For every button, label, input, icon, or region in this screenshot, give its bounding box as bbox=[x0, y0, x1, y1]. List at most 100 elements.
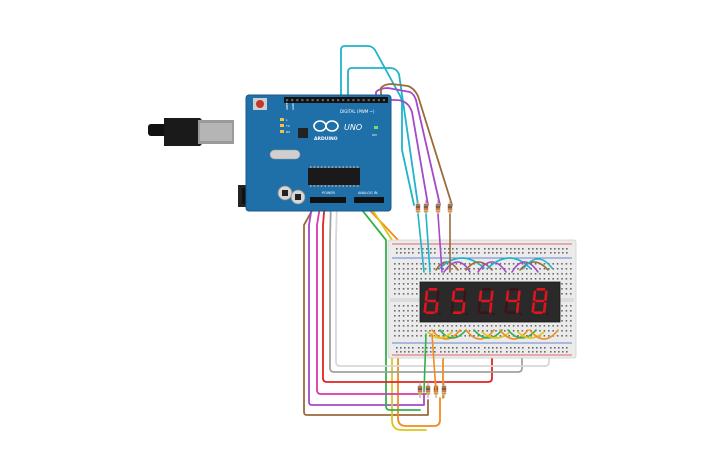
jumper-yellow-b3[interactable] bbox=[517, 331, 545, 339]
breadboard-hole bbox=[554, 252, 556, 254]
wire-purple-top[interactable] bbox=[375, 87, 441, 206]
wire-magenta-long[interactable] bbox=[316, 99, 429, 395]
breadboard-hole bbox=[499, 325, 502, 327]
segment-b bbox=[490, 290, 494, 301]
breadboard-hole bbox=[532, 347, 534, 349]
breadboard-hole bbox=[398, 268, 400, 270]
segment-b bbox=[544, 290, 548, 301]
breadboard-hole bbox=[433, 325, 436, 327]
breadboard-hole bbox=[420, 325, 422, 327]
breadboard-hole bbox=[543, 330, 546, 332]
breadboard-hole bbox=[526, 268, 528, 270]
header-pin bbox=[326, 99, 329, 102]
breadboard-hole bbox=[446, 330, 449, 332]
jumper-brown-2[interactable] bbox=[465, 261, 493, 271]
breadboard-hole bbox=[543, 268, 546, 270]
segment-f bbox=[451, 290, 456, 301]
breadboard-hole bbox=[543, 263, 546, 265]
breadboard-hole bbox=[492, 347, 494, 349]
digit bbox=[504, 288, 523, 316]
jumper-orange-b3[interactable] bbox=[499, 329, 529, 340]
breadboard-hole bbox=[548, 330, 550, 332]
breadboard-hole bbox=[394, 268, 396, 270]
segment-b bbox=[517, 290, 521, 301]
breadboard-hole bbox=[400, 248, 402, 250]
breadboard-hole bbox=[556, 273, 559, 275]
breadboard-hole bbox=[512, 330, 515, 332]
chip-leg bbox=[331, 185, 334, 187]
wire-orange-long[interactable] bbox=[359, 99, 441, 427]
chip-leg bbox=[320, 185, 323, 187]
model-label: UNO bbox=[344, 123, 362, 132]
jumper-purple-3[interactable] bbox=[511, 261, 539, 273]
breadboard-hole bbox=[468, 335, 471, 337]
brand-label: ARDUINO bbox=[314, 136, 338, 142]
arduino-uno-board[interactable]: DIGITAL (PWM ~) AREF GND L TX RX ARDUINO… bbox=[148, 94, 392, 212]
breadboard-hole bbox=[482, 263, 484, 265]
wire-red-long[interactable] bbox=[322, 99, 493, 383]
jumper-orange-b2[interactable] bbox=[465, 329, 495, 340]
resistor[interactable] bbox=[441, 382, 447, 398]
breadboard-hole bbox=[462, 248, 464, 250]
wire-brown-long[interactable] bbox=[303, 199, 429, 416]
breadboard-hole bbox=[540, 351, 542, 353]
jumper-purple-2[interactable] bbox=[477, 261, 507, 273]
chip-leg bbox=[342, 166, 344, 168]
jumper-green-b1[interactable] bbox=[439, 329, 467, 339]
breadboard-hole bbox=[518, 351, 520, 353]
breadboard-hole bbox=[416, 320, 418, 322]
chip-leg bbox=[346, 166, 348, 168]
jumper-orange-b4[interactable] bbox=[529, 329, 559, 340]
breadboard-hole bbox=[398, 325, 400, 327]
breadboard-hole bbox=[407, 310, 409, 312]
wire-green-long[interactable] bbox=[353, 99, 421, 411]
wire-cyan-top[interactable] bbox=[340, 45, 415, 206]
breadboard-hole bbox=[566, 351, 568, 353]
breadboard-hole bbox=[394, 293, 396, 295]
breadboard-hole bbox=[426, 252, 428, 254]
breadboard-hole bbox=[407, 273, 409, 275]
wire-brown-top[interactable] bbox=[380, 83, 453, 206]
feed-bottom-green[interactable] bbox=[423, 333, 427, 393]
jumper-green-b3[interactable] bbox=[507, 329, 537, 339]
header-pin bbox=[331, 99, 335, 102]
breadboard-hole bbox=[554, 351, 556, 353]
breadboard-hole bbox=[561, 288, 563, 290]
breadboard-hole bbox=[400, 347, 402, 349]
jumper-brown-1[interactable] bbox=[435, 261, 459, 271]
wire-purple-top-2[interactable] bbox=[387, 99, 429, 206]
wire-purple-long[interactable] bbox=[308, 99, 425, 406]
breadboard-hole bbox=[544, 351, 546, 353]
jumper-yellow-b2[interactable] bbox=[481, 331, 511, 339]
breadboard-hole bbox=[486, 278, 488, 280]
breadboard-hole bbox=[543, 335, 546, 337]
resistor[interactable] bbox=[447, 200, 453, 216]
feed-cyan-2[interactable] bbox=[417, 213, 425, 273]
breadboard-hole bbox=[416, 283, 418, 285]
breadboard-hole bbox=[510, 351, 512, 353]
breadboard-hole bbox=[565, 283, 568, 285]
segment-f bbox=[478, 290, 483, 301]
resistor[interactable] bbox=[417, 382, 423, 398]
breadboard-hole bbox=[536, 347, 538, 349]
wire-grey-long[interactable] bbox=[329, 199, 523, 373]
jumper-orange-b1[interactable] bbox=[431, 329, 461, 340]
jumper-brown-3[interactable] bbox=[519, 261, 549, 271]
jumper-yellow-b1[interactable] bbox=[427, 331, 453, 339]
jumper-cyan-1[interactable] bbox=[439, 257, 485, 269]
wire-white-long[interactable] bbox=[335, 199, 550, 367]
breadboard-hole bbox=[408, 351, 410, 353]
jumper-purple-1[interactable] bbox=[443, 261, 471, 273]
resistor[interactable] bbox=[425, 382, 431, 398]
feed-cyan[interactable] bbox=[425, 213, 431, 273]
jumper-green-b2[interactable] bbox=[473, 329, 503, 339]
breadboard-hole bbox=[495, 263, 497, 265]
feed-purple[interactable] bbox=[437, 213, 443, 273]
breadboard-hole bbox=[482, 330, 484, 332]
breadboard-hole bbox=[570, 288, 572, 290]
feed-bottom-orange[interactable] bbox=[431, 333, 437, 393]
jumper-cyan-3[interactable] bbox=[523, 258, 553, 269]
wire-cyan-top-2[interactable] bbox=[347, 67, 419, 206]
wire-orange-right[interactable] bbox=[442, 355, 547, 399]
breadboard-hole bbox=[418, 248, 420, 250]
